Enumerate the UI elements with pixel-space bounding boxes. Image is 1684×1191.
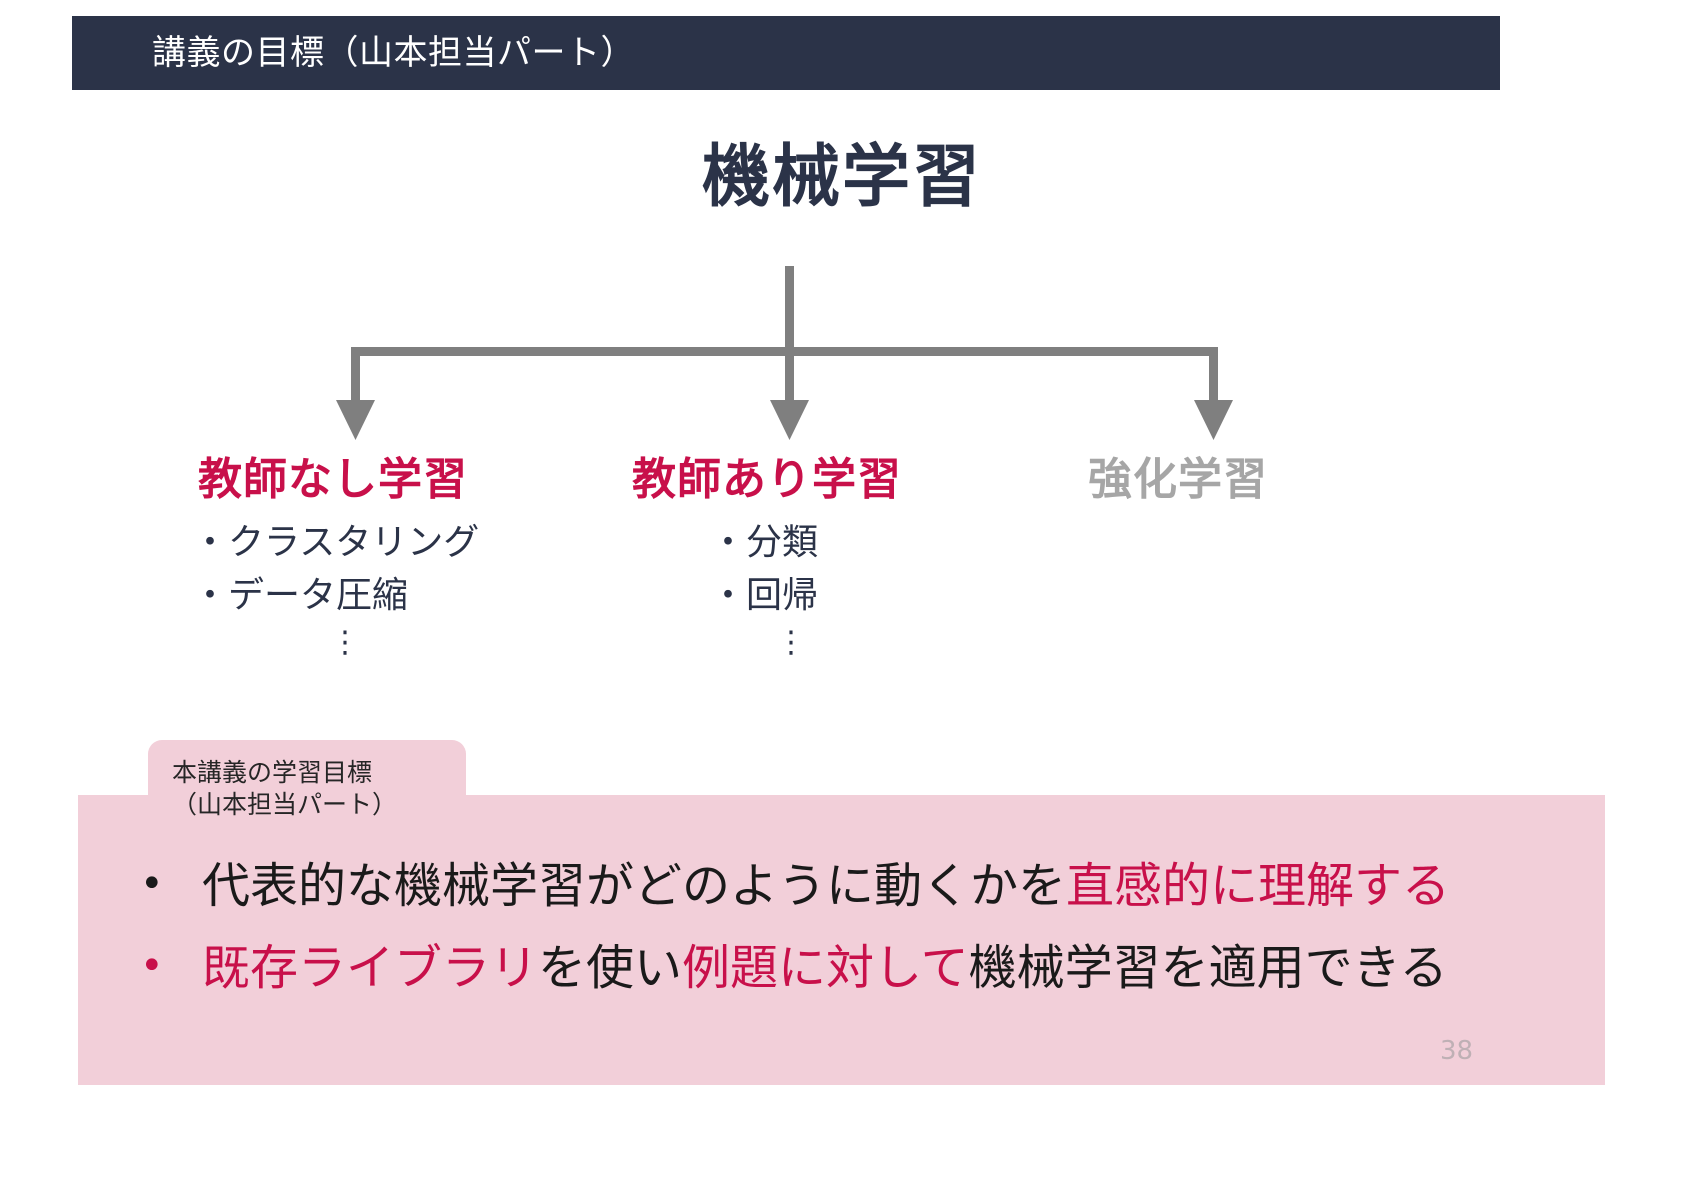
goal-tab-line-1: 本講義の学習目標 bbox=[172, 758, 373, 787]
branch-supervised-list: ・分類 ・回帰 bbox=[600, 516, 1000, 623]
page-title: 講義の目標（山本担当パート） bbox=[152, 33, 635, 73]
goal-text-segment-highlight: 例題に対して bbox=[682, 940, 969, 996]
branch-unsupervised-label: 教師なし学習 bbox=[198, 454, 468, 505]
tree-branches: 教師なし学習 ・クラスタリング ・データ圧縮 ⋮ 教師あり学習 ・分類 ・回帰 … bbox=[0, 454, 1684, 725]
bullet-icon: • bbox=[140, 943, 164, 989]
goal-item-text: 既存ライブラリを使い例題に対して機械学習を適用できる bbox=[202, 944, 1448, 992]
branch-reinforcement-label: 強化学習 bbox=[1088, 454, 1268, 505]
slide-title-bar: 講義の目標（山本担当パート） bbox=[72, 16, 1500, 90]
goal-panel-tab bbox=[148, 740, 466, 816]
list-item: • 既存ライブラリを使い例題に対して機械学習を適用できる bbox=[140, 944, 1560, 992]
goal-text-segment-highlight: 既存ライブラリ bbox=[202, 940, 539, 996]
page-number: 38 bbox=[1440, 1036, 1474, 1066]
goal-text-segment-highlight: 直感的に理解する bbox=[1066, 858, 1451, 914]
branch-supervised: 教師あり学習 ・分類 ・回帰 ⋮ bbox=[600, 454, 1000, 661]
branch-unsupervised-list: ・クラスタリング ・データ圧縮 bbox=[120, 516, 600, 623]
list-item: ・回帰 bbox=[710, 574, 819, 616]
goal-item-text: 代表的な機械学習がどのように動くかを直感的に理解する bbox=[202, 862, 1450, 910]
goal-tab-line-2: （山本担当パート） bbox=[172, 790, 398, 819]
goal-panel-list: • 代表的な機械学習がどのように動くかを直感的に理解する • 既存ライブラリを使… bbox=[140, 862, 1560, 1026]
branch-supervised-ellipsis: ⋮ bbox=[776, 625, 808, 661]
branch-unsupervised: 教師なし学習 ・クラスタリング ・データ圧縮 ⋮ bbox=[120, 454, 600, 661]
goal-text-segment: 代表的な機械学習がどのように動くかを bbox=[202, 858, 1067, 914]
goal-text-segment: を使い bbox=[538, 940, 683, 996]
branch-unsupervised-ellipsis: ⋮ bbox=[330, 625, 362, 661]
goal-text-segment: 機械学習を適用できる bbox=[968, 940, 1448, 996]
goal-panel-tab-text: 本講義の学習目標 （山本担当パート） bbox=[172, 757, 397, 821]
branch-supervised-label: 教師あり学習 bbox=[632, 454, 902, 505]
list-item: • 代表的な機械学習がどのように動くかを直感的に理解する bbox=[140, 862, 1560, 910]
tree-connector-lines bbox=[336, 266, 1233, 440]
goal-panel bbox=[78, 795, 1605, 1085]
list-item: ・分類 bbox=[710, 521, 819, 563]
bullet-icon: • bbox=[140, 861, 164, 907]
tree-root-label: 機械学習 bbox=[701, 138, 982, 217]
branch-reinforcement: 強化学習 bbox=[1010, 454, 1450, 506]
list-item: ・データ圧縮 bbox=[192, 574, 409, 616]
list-item: ・クラスタリング bbox=[192, 521, 480, 563]
